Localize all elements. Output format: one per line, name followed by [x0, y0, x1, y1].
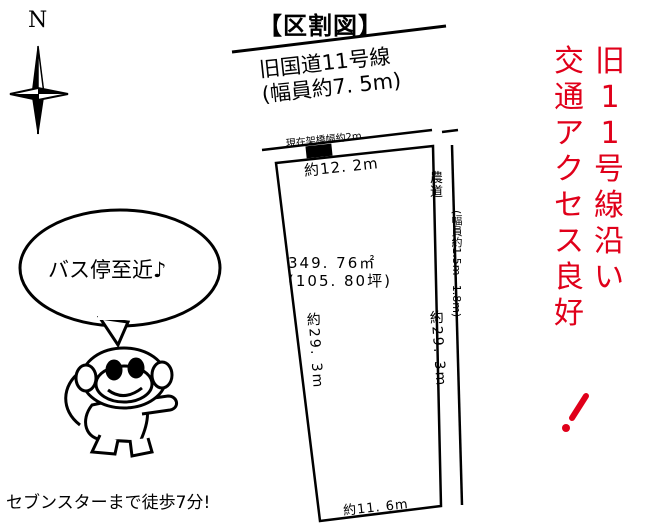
lot-boundary [274, 144, 443, 523]
exclamation-mark-icon [562, 393, 589, 432]
farm-road-edge [450, 144, 464, 506]
compass-arrow-icon [9, 45, 69, 135]
road-edge-right [441, 128, 459, 134]
lot-area-m2: 349. 76㎡ [288, 254, 377, 272]
page-title: 【区割図】 [258, 12, 383, 40]
lot-area-tsubo: (105. 80坪) [288, 272, 392, 290]
speech-bubble-text: バス停至近♪ [48, 258, 167, 282]
bridge-marker [305, 143, 333, 159]
red-note-column-2: 旧11 号線沿い [592, 44, 626, 296]
farm-road-width: (幅員約1.5m~1.8m) [450, 210, 463, 318]
road-edge-top [231, 24, 447, 54]
north-label: N [28, 8, 48, 33]
farm-road-label: 農道 [430, 171, 444, 200]
road-edge-bottom [261, 128, 433, 152]
lot-area: 349. 76㎡ (105. 80坪) [288, 254, 392, 290]
red-note-route: 旧11 [595, 44, 625, 151]
red-note-column-1: 交通アクセス良好 [554, 44, 584, 331]
bottom-note: セブンスターまで徒歩7分! [6, 493, 211, 513]
speech-bubble-tail [96, 316, 131, 349]
monkey-mascot-icon [64, 346, 178, 458]
red-note-along: 号線沿い [594, 152, 624, 295]
